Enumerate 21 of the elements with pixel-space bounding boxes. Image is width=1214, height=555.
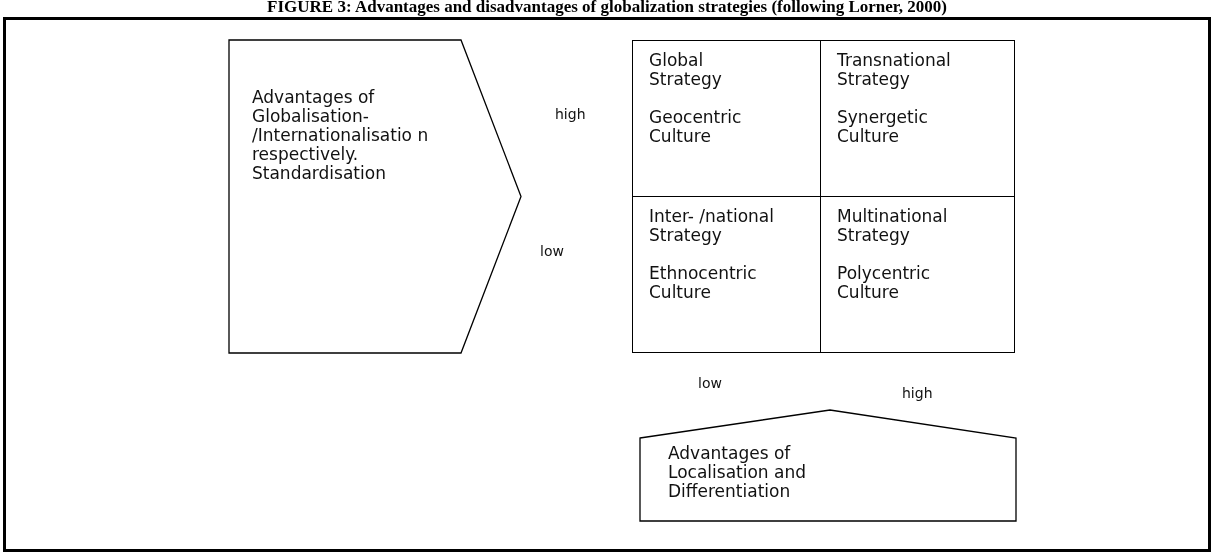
- matrix-cell: [632, 196, 821, 353]
- node-text: Ethnocentric Culture: [649, 264, 758, 302]
- node-text: Transnational Strategy: [837, 51, 952, 89]
- axis-label: low: [540, 243, 564, 259]
- node-text: Synergetic Culture: [837, 108, 929, 146]
- node-text: Global Strategy: [649, 51, 723, 89]
- arrow-box: [229, 40, 521, 353]
- axis-label: high: [555, 106, 586, 122]
- node-text: Geocentric Culture: [649, 108, 743, 146]
- pentagon-box: [640, 410, 1016, 521]
- figure-title: FIGURE 3: Advantages and disadvantages of globalization strategies (following Lorner, 2000): [266, 0, 948, 16]
- axis-label: high: [902, 385, 933, 401]
- node-text: Advantages of Globalisation- /Internationalisatio n respectively. Standardisation: [252, 88, 430, 183]
- matrix-cell: [632, 40, 821, 197]
- node-text: Inter- /national Strategy: [649, 207, 775, 245]
- axis-label: low: [698, 375, 722, 391]
- matrix-cell: [820, 40, 1015, 197]
- node-text: Advantages of Localisation and Differentiation: [668, 444, 807, 501]
- node-text: Multinational Strategy: [837, 207, 949, 245]
- matrix-cell: [820, 196, 1015, 353]
- node-text: Polycentric Culture: [837, 264, 932, 302]
